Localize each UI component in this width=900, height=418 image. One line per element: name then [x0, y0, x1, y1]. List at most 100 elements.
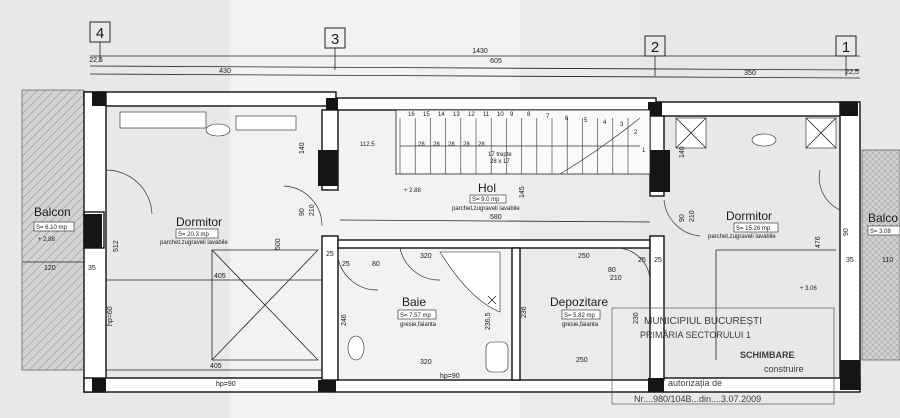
- room-depozitare-area: S= 5.82 mp: [564, 313, 596, 319]
- dim-350: 350: [744, 70, 756, 77]
- stair-tread: 28: [448, 142, 455, 148]
- room-depozitare-name: Depozitare: [550, 295, 608, 309]
- dim-label: 25: [654, 257, 662, 264]
- stair-step-num: 12: [468, 112, 475, 118]
- dim-label: 500: [275, 238, 282, 250]
- dim-label: 90: [299, 208, 306, 216]
- dim-label: 35: [88, 265, 96, 272]
- stair-step-num: 7: [546, 114, 550, 120]
- structural-piers: [84, 92, 860, 392]
- room-dormitor-right-name: Dormitor: [726, 209, 772, 223]
- balcony-right-floor: [861, 149, 900, 361]
- stair-step-num: 11: [483, 112, 490, 118]
- room-baie-finish: gresie,faianta: [400, 322, 437, 328]
- dim-label: 236: [521, 306, 528, 318]
- stair-step-num: 14: [438, 112, 445, 118]
- stair-step-num: 2: [634, 130, 638, 136]
- dim-label: 25: [638, 257, 646, 264]
- sink-icon: [485, 341, 509, 373]
- dim-label: 35: [846, 257, 854, 264]
- level-dormitor-right: + 3.06: [800, 286, 818, 292]
- dim-label: 90: [843, 228, 850, 236]
- dim-label: 90: [679, 214, 686, 222]
- room-baie-area: S= 7.57 mp: [400, 313, 432, 319]
- dim-605: 605: [490, 58, 502, 65]
- room-depozitare-finish: gresie,faianta: [562, 322, 599, 328]
- dim-label: 140: [679, 146, 686, 158]
- dim-label: 80: [608, 267, 616, 274]
- dim-label: 405: [210, 363, 222, 370]
- dim-label: 120: [44, 265, 56, 272]
- dim-label: 320: [420, 359, 432, 366]
- fixtures: [119, 111, 837, 373]
- dim-label: 25: [326, 251, 334, 258]
- stair-step-num: 3: [620, 122, 624, 128]
- dim-label: 476: [815, 236, 822, 248]
- stair-tread: 28: [433, 142, 440, 148]
- axis-label: 2: [651, 39, 659, 56]
- stamp-line-1: MUNICIPIUL BUCUREȘTI: [644, 316, 762, 327]
- room-balcon-right-name: Balco: [868, 211, 898, 225]
- room-balcon-left-area: S= 6.10 mp: [36, 225, 68, 231]
- dim-label: 580: [490, 214, 502, 221]
- dim-label: 110: [882, 257, 893, 264]
- staircase: 16 15 14 13 12 11 10 9 8 7 6 5 4 3 2 1 2…: [360, 109, 651, 175]
- dim-430: 430: [219, 68, 231, 75]
- dim-label: hp=60: [107, 306, 114, 326]
- stair-step-num: 8: [527, 112, 531, 118]
- room-dormitor-left-name: Dormitor: [176, 215, 222, 229]
- stair-step-num: 15: [423, 112, 430, 118]
- level-balcon-left: + 2.88: [38, 237, 56, 243]
- dim-label: 250: [578, 253, 590, 260]
- room-balcon-left-name: Balcon: [34, 205, 71, 219]
- room-dormitor-left-area: S= 20.3 mp: [178, 232, 210, 238]
- dim-label: 210: [309, 204, 316, 216]
- stamp-line-4: construire: [764, 364, 804, 374]
- dim-label: hp=90: [440, 373, 460, 380]
- level-hol: + 2.88: [404, 188, 422, 194]
- stair-step-num: 10: [497, 112, 504, 118]
- dim-label: 210: [689, 210, 696, 222]
- dim-label: 320: [420, 253, 432, 260]
- dim-label: 145: [519, 186, 526, 198]
- dim-label: 250: [576, 357, 588, 364]
- stair-step-num: 5: [584, 118, 588, 124]
- light-fixture-icon: [205, 123, 231, 137]
- stamp-line-2: PRIMĂRIA SECTORULUI 1: [640, 330, 751, 340]
- dim-label: 236,5: [485, 312, 492, 330]
- dim-label: 405: [214, 273, 226, 280]
- room-dormitor-right-area: S= 15.26 mp: [736, 226, 771, 232]
- room-hol-area: S= 9.0 mp: [472, 197, 500, 203]
- dim-label: 210: [610, 275, 622, 282]
- dim-label: 80: [372, 261, 380, 268]
- stair-tread: 28: [418, 142, 425, 148]
- stair-step-num: 6: [565, 116, 569, 122]
- stair-step-num: 13: [453, 112, 460, 118]
- room-hol-finish: parchet,zugraveli lavabile: [452, 206, 520, 212]
- dim-label: 246: [341, 314, 348, 326]
- room-dormitor-right-finish: parchet,zugraveli lavabile: [708, 234, 776, 240]
- stair-size: 28 x 17: [490, 159, 510, 165]
- room-baie-name: Baie: [402, 295, 426, 309]
- dim-edge-left: 22,5: [89, 57, 103, 64]
- stair-step-num: 1: [642, 148, 646, 154]
- axis-label: 3: [331, 31, 339, 48]
- bathtub-icon: [439, 251, 501, 313]
- stair-width-dim: 112.5: [360, 142, 375, 148]
- stair-step-num: 4: [603, 120, 607, 126]
- stamp-line-6: Nr....980/104B...din....3.07.2009: [634, 394, 761, 404]
- stamp-line-3: SCHIMBARE: [740, 350, 795, 360]
- door-swings: [105, 169, 841, 291]
- dim-label: 230: [633, 312, 640, 324]
- dim-label: 140: [299, 142, 306, 154]
- axis-markers: 4 3 2 1: [89, 21, 857, 76]
- toilet-icon: [347, 335, 365, 361]
- axis-label: 4: [96, 25, 104, 42]
- interior-dimensions: 120 35 512 hp=60 405 405 hp=90 hp=90 140…: [22, 142, 893, 388]
- stair-tread: 28: [463, 142, 470, 148]
- room-balcon-right-area: S= 3.08: [870, 229, 892, 235]
- light-fixture-icon: [751, 133, 777, 147]
- dim-total: 1430: [472, 48, 488, 55]
- stamp-line-5: autorizația de: [668, 378, 722, 388]
